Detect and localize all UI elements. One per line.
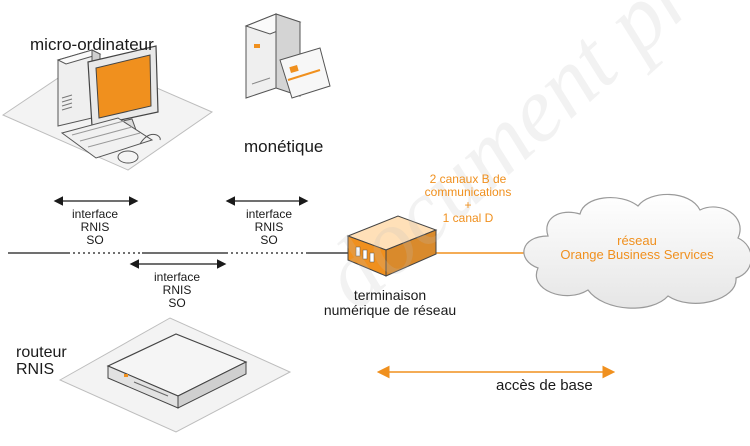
monitor-icon bbox=[87, 45, 159, 135]
network-cloud-icon bbox=[523, 193, 750, 309]
label-acces-de-base: accès de base bbox=[496, 377, 593, 394]
pc-tower-icon bbox=[56, 49, 102, 127]
mouse-icon bbox=[117, 134, 161, 164]
keyboard-icon bbox=[60, 117, 154, 159]
ntu-device-icon bbox=[346, 215, 438, 277]
label-monetique: monétique bbox=[244, 137, 324, 156]
bank-card-icon bbox=[279, 47, 331, 99]
router-device-icon bbox=[106, 333, 248, 409]
label-micro-ordinateur: micro-ordinateur bbox=[30, 35, 154, 54]
